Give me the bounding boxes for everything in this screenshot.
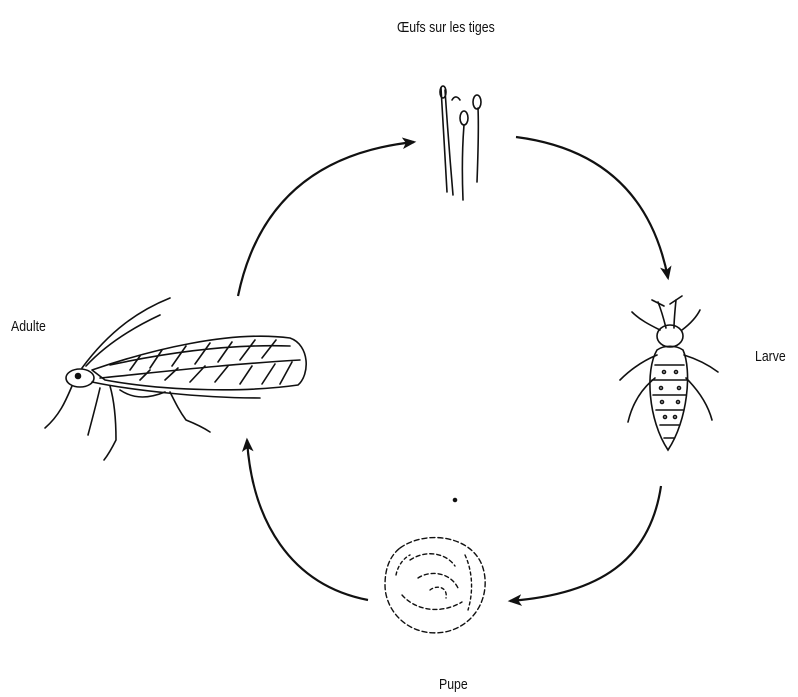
stage-label-adult: Adulte	[11, 318, 46, 335]
pupa-drawing	[385, 498, 485, 632]
stage-label-eggs: Œufs sur les tiges	[397, 19, 495, 36]
arrow-adult-to-eggs	[238, 142, 414, 296]
stage-label-pupa: Pupe	[439, 676, 468, 693]
stage-label-larva: Larve	[755, 348, 786, 365]
larva-drawing	[620, 296, 718, 450]
arrow-eggs-to-larva	[516, 137, 668, 278]
arrow-larva-to-pupa	[510, 486, 661, 601]
arrow-pupa-to-adult	[247, 440, 368, 600]
adult-lacewing-drawing	[45, 298, 306, 460]
eggs-on-stalks-drawing	[440, 86, 481, 200]
